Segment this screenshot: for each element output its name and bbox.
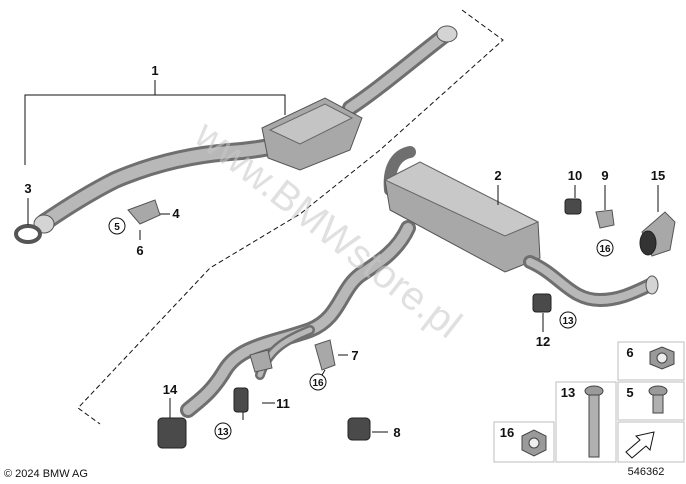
callout-1: 1 (151, 63, 158, 78)
legend-box-arrow (617, 421, 685, 463)
callout-2: 2 (494, 168, 501, 183)
callout-10: 10 (568, 168, 582, 183)
assembly-outline (77, 9, 504, 425)
legend-box-5: 5 (617, 381, 685, 421)
rubber-mount-8 (347, 417, 371, 441)
svg-text:13: 13 (561, 385, 575, 400)
circled-ref-13-right: 13 (562, 316, 574, 327)
leader-lines (24, 80, 659, 433)
rubber-mount-14 (157, 417, 187, 449)
small-brackets (249, 209, 615, 373)
callout-7: 7 (351, 348, 358, 363)
clamp-3 (14, 224, 42, 244)
legend-box-13: 13 (555, 381, 617, 463)
circled-ref-13-left: 13 (217, 427, 229, 438)
diagram-number: 546362 (628, 466, 665, 478)
callout-15: 15 (651, 168, 665, 183)
copyright-text: © 2024 BMW AG (4, 468, 88, 480)
svg-text:16: 16 (500, 425, 514, 440)
callout-4: 4 (172, 206, 180, 221)
callout-3: 3 (24, 181, 31, 196)
circled-ref-16-lower: 16 (312, 378, 324, 389)
callout-12: 12 (536, 334, 550, 349)
front-pipe-with-catalyst (33, 25, 458, 234)
rear-silencer (383, 146, 659, 307)
rubber-mount-12 (532, 293, 552, 313)
legend-box-6: 6 (617, 341, 685, 381)
rubber-mount-10 (564, 198, 582, 215)
callout-9: 9 (601, 168, 608, 183)
callout-8: 8 (393, 425, 400, 440)
circled-ref-5: 5 (114, 222, 120, 233)
callout-11: 11 (276, 396, 290, 411)
circled-references: 5 16 13 16 13 (108, 217, 614, 440)
callout-14: 14 (163, 382, 178, 397)
circled-ref-16-upper: 16 (599, 244, 611, 255)
svg-text:6: 6 (626, 345, 633, 360)
callout-6: 6 (136, 243, 143, 258)
exhaust-tip-15 (639, 211, 676, 257)
svg-text:5: 5 (626, 385, 633, 400)
rubber-mounts (157, 198, 582, 449)
callout-numbers: 1 2 3 4 6 10 9 15 12 7 14 11 8 (24, 63, 665, 440)
rubber-mount-11 (233, 387, 249, 413)
bracket-4 (127, 199, 161, 225)
legend-box-16: 16 (493, 421, 555, 463)
